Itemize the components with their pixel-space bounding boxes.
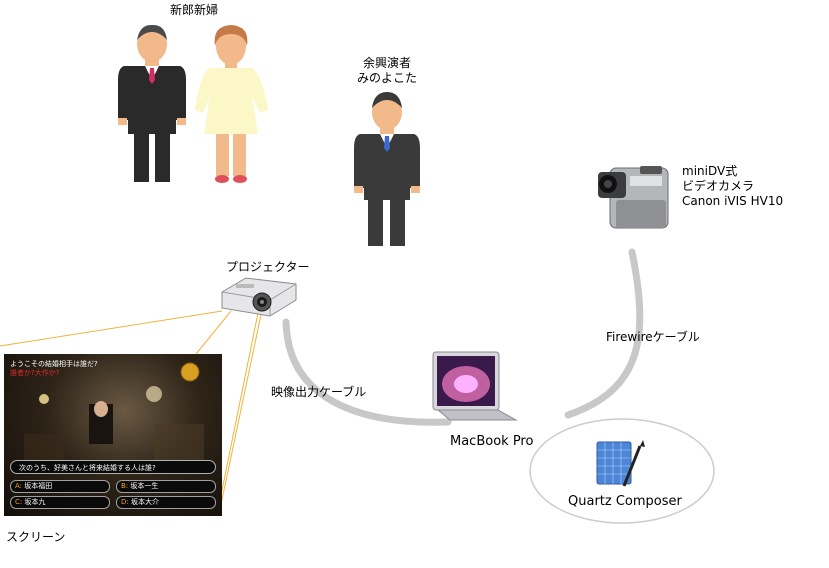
quartz-composer-icon <box>596 440 645 487</box>
answer-c-key: C: <box>15 498 23 506</box>
quiz-answer-b: B: 坂本一生 <box>116 480 216 493</box>
macbook-label: MacBook Pro <box>450 434 534 449</box>
camera-label: miniDV式 ビデオカメラ Canon iVIS HV10 <box>682 164 783 209</box>
firewire-cable <box>564 248 644 419</box>
screen-scene <box>24 362 204 464</box>
macbook-icon <box>432 351 518 421</box>
answer-b-key: B: <box>121 482 129 490</box>
screen-label: スクリーン <box>6 530 66 544</box>
video-output-cable <box>282 318 452 426</box>
quiz-answer-d: D: 坂本大介 <box>116 496 216 509</box>
video-cable-label: 映像出力ケーブル <box>271 385 367 399</box>
quiz-header-line2: 誰者か?大作か? <box>10 369 60 377</box>
performer-figure <box>354 92 420 246</box>
quiz-header-line1: ようこその結婚相手は誰だ? <box>10 360 98 368</box>
camera-label-line3: Canon iVIS HV10 <box>682 194 784 208</box>
couple-label: 新郎新婦 <box>169 3 218 17</box>
answer-d-text: 坂本大介 <box>130 498 159 506</box>
quiz-question-text: 次のうち、好美さんと将来結婚する人は誰? <box>19 464 156 472</box>
answer-d-key: D: <box>121 498 129 506</box>
projector-label: プロジェクター <box>226 260 310 274</box>
groom-figure <box>118 24 186 182</box>
answer-a-key: A: <box>15 482 23 490</box>
projection-beam <box>0 307 263 515</box>
quiz-answer-a: A: 坂本福田 <box>10 480 110 493</box>
firewire-cable-label: Firewireケーブル <box>606 330 700 344</box>
quiz-answer-c: C: 坂本九 <box>10 496 110 509</box>
quiz-answers: A: 坂本福田 B: 坂本一生 C: 坂本九 D: 坂本大介 <box>10 480 216 509</box>
performer-label: 余興演者 みのよこた <box>340 56 434 86</box>
bride-figure <box>195 25 268 183</box>
quartz-composer-label: Quartz Composer <box>568 494 682 509</box>
quiz-header: ようこその結婚相手は誰だ? 誰者か?大作か? <box>10 360 98 378</box>
answer-a-text: 坂本福田 <box>24 482 53 490</box>
camcorder-icon <box>598 166 669 229</box>
performer-label-line1: 余興演者 <box>362 56 411 70</box>
projection-screen: ようこその結婚相手は誰だ? 誰者か?大作か? 次のうち、好美さんと将来結婚する人… <box>4 354 222 516</box>
quiz-question: 次のうち、好美さんと将来結婚する人は誰? <box>10 460 216 474</box>
camera-label-line2: ビデオカメラ <box>682 179 755 193</box>
projector-icon <box>221 277 297 317</box>
performer-label-line2: みのよこた <box>356 71 417 85</box>
camera-label-line1: miniDV式 <box>682 164 738 178</box>
answer-c-text: 坂本九 <box>24 498 46 506</box>
answer-b-text: 坂本一生 <box>130 482 159 490</box>
